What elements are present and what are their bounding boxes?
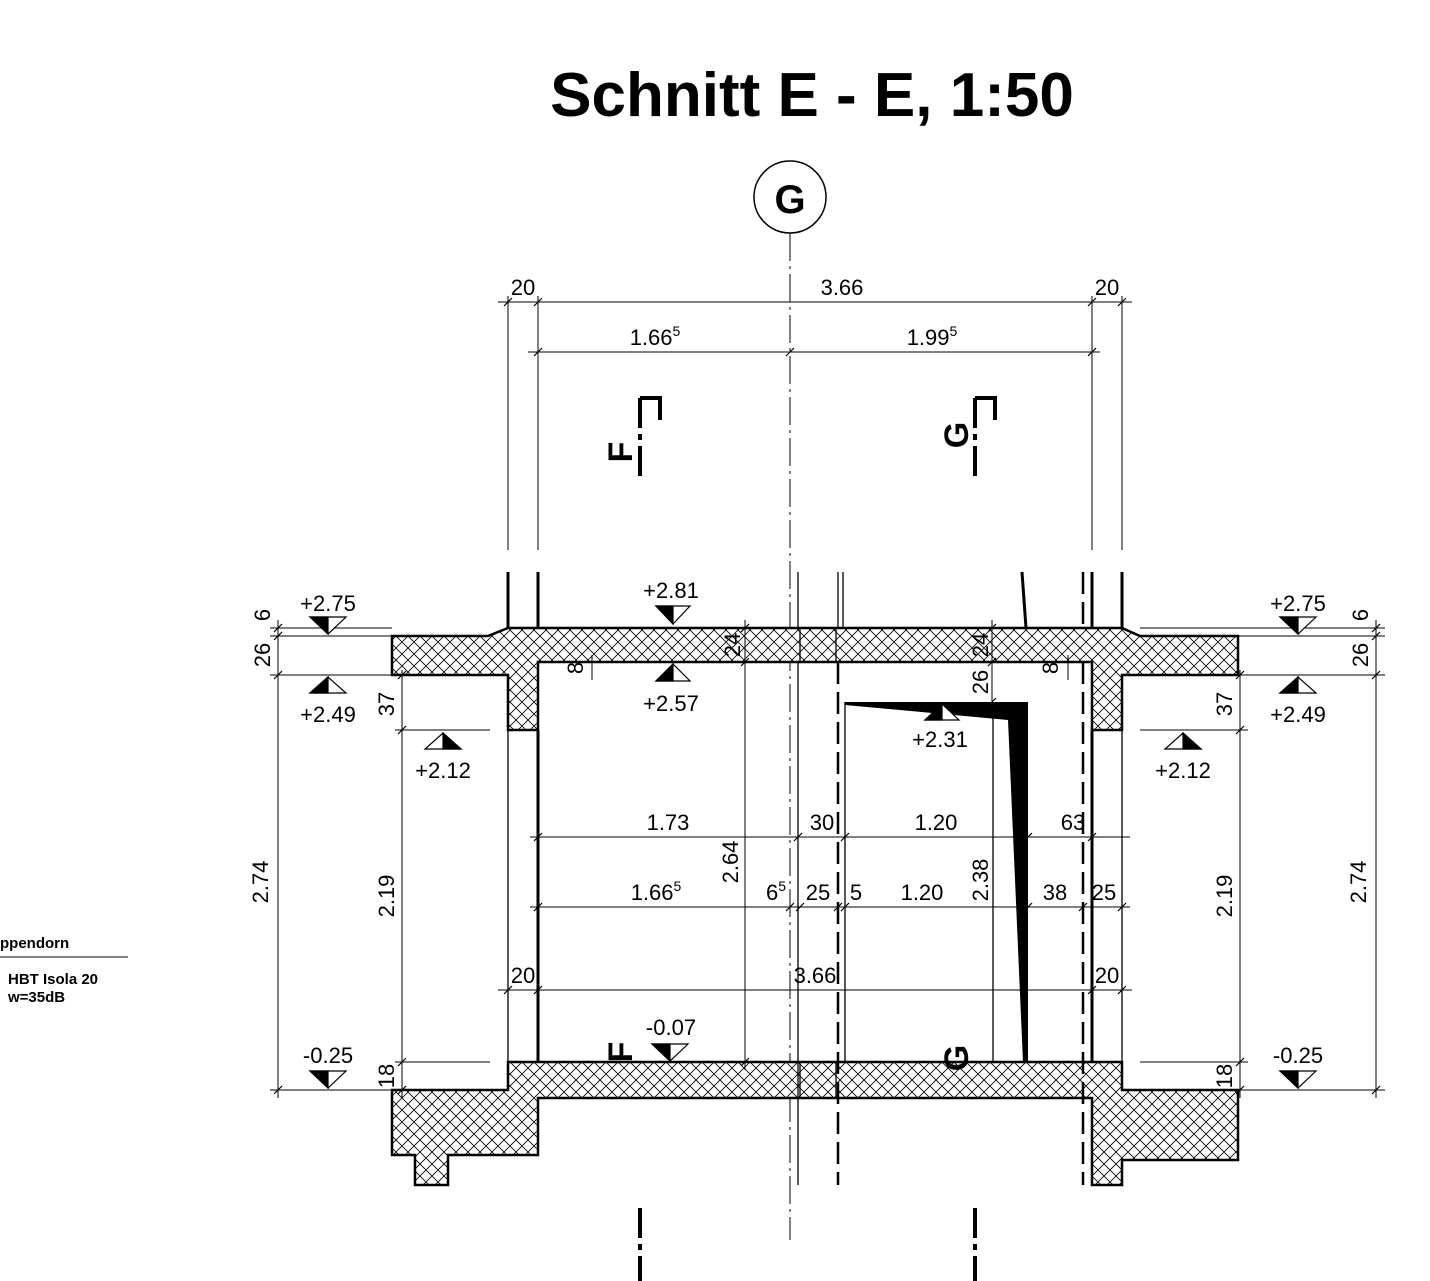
dim-row1-b: 30 [810,810,834,835]
svg-text:F: F [602,442,640,463]
dim-right-26: 26 [1348,643,1373,667]
dim-left-total: 2.74 [248,861,273,904]
drawing-title: Schnitt E - E, 1:50 [550,61,1074,130]
axis-bubble-label: G [774,178,805,222]
dim-row2-b: 65 [766,878,786,905]
level-slab-under-left: +2.49 [300,702,356,727]
svg-text:G: G [938,1045,976,1071]
dim-right-6: 6 [1348,609,1373,621]
side-note-line3: w=35dB [7,989,65,1006]
dim-right-18: 18 [1212,1064,1237,1088]
dim-row2-e: 1.20 [901,880,944,905]
dim-row2-a: 1.665 [631,878,682,905]
dim-door-26: 26 [968,670,993,694]
dim-top-right-wall: 20 [1095,275,1119,300]
lower-slab [390,1060,1240,1187]
upper-slab [390,626,1240,732]
dim-left-opening: 2.19 [374,875,399,918]
dim-row2-d: 5 [850,880,862,905]
top-dimension-chains [498,296,1132,550]
level-slab-under-right: +2.49 [1270,702,1326,727]
dim-row2-c: 25 [806,880,830,905]
left-dimension-chain [270,620,490,1098]
wall-stubs-upper [506,571,1124,629]
dim-top-right-part: 1.995 [907,323,958,350]
dim-row1-d: 63 [1061,810,1085,835]
dim-row1-c: 1.20 [915,810,958,835]
level-top-left: +2.75 [300,591,356,616]
dim-gap-8-right: 8 [1038,662,1063,674]
dim-row3-c: 20 [1095,963,1119,988]
dim-left-37: 37 [374,692,399,716]
side-note-line1: ppendorn [0,935,69,952]
dim-row2-f: 38 [1043,880,1067,905]
dim-door-height: 2.38 [968,859,993,902]
level-ceiling-under: +2.57 [643,691,699,716]
section-mark-f-bottom: F [602,1042,642,1281]
dim-row3-a: 20 [511,963,535,988]
dim-row1-a: 1.73 [647,810,690,835]
dim-right-37: 37 [1212,692,1237,716]
axis-bubble-g: G [753,160,827,234]
dim-row3-b: 3.66 [794,963,837,988]
level-top-right: +2.75 [1270,591,1326,616]
door-leaf [845,702,1028,1062]
dim-top-left-part: 1.665 [630,323,681,350]
dim-clear-height: 2.64 [718,841,743,884]
dim-right-total: 2.74 [1346,861,1371,904]
side-note-line2: HBT Isola 20 [8,971,98,988]
right-dimension-chain [1140,620,1385,1098]
dim-row2-g: 25 [1092,880,1116,905]
dim-right-opening: 2.19 [1212,875,1237,918]
section-mark-f-top: F [602,396,662,482]
side-note: ppendorn HBT Isola 20 w=35dB [0,935,128,1006]
dim-left-6: 6 [250,609,275,621]
level-opening-right: +2.12 [1155,758,1211,783]
section-mark-g-bottom: G [938,1045,977,1281]
section-mark-g-top: G [938,396,997,482]
level-floor: -0.07 [646,1015,696,1040]
dim-top-overall: 3.66 [821,275,864,300]
dim-slab-24b: 24 [968,633,993,657]
room-dimension-chains [498,832,1132,995]
level-opening-left: +2.12 [415,758,471,783]
dim-gap-8-left: 8 [563,662,588,674]
level-lower-left: -0.25 [303,1043,353,1068]
dim-left-18: 18 [374,1064,399,1088]
dim-left-26: 26 [250,643,275,667]
dim-top-left-wall: 20 [511,275,535,300]
dim-slab-24: 24 [720,633,745,657]
level-slab-top: +2.81 [643,578,699,603]
room-walls [507,661,1123,1185]
svg-text:G: G [938,422,976,448]
slab-internal-dims [591,620,1069,1070]
level-markers [308,605,1318,1090]
level-door-head: +2.31 [912,727,968,752]
level-lower-right: -0.25 [1273,1043,1323,1068]
svg-text:F: F [602,1042,640,1063]
